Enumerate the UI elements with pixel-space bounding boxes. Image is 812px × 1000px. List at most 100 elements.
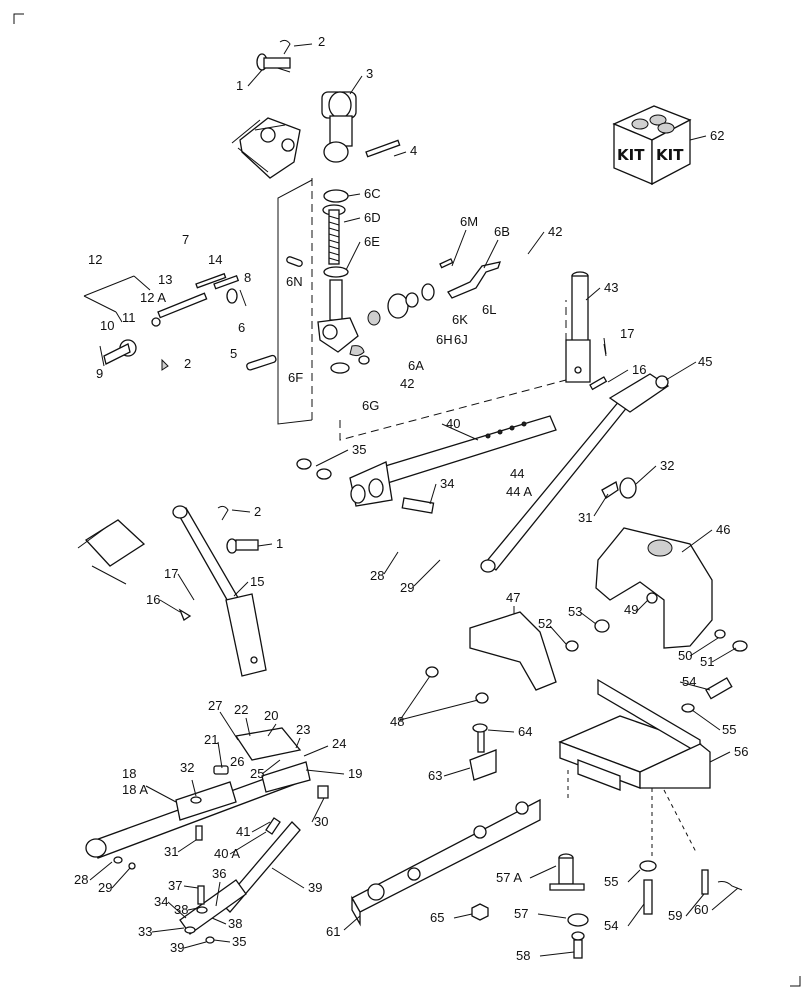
callout-38a: 38 (174, 902, 188, 917)
callout-30: 30 (314, 814, 328, 829)
callout-35-low: 35 (232, 934, 246, 949)
callout-27: 27 (208, 698, 222, 713)
lower-link-assembly (85, 727, 329, 944)
callout-32-low: 32 (180, 760, 194, 775)
callout-21: 21 (204, 732, 218, 747)
callout-20: 20 (264, 708, 278, 723)
callout-50: 50 (678, 648, 692, 663)
callout-42-top: 42 (548, 224, 562, 239)
callout-6c: 6C (364, 186, 381, 201)
callout-51: 51 (700, 654, 714, 669)
callout-6g: 6G (362, 398, 379, 413)
callout-59: 59 (668, 908, 682, 923)
callout-6k: 6K (452, 312, 468, 327)
leader-lines (89, 43, 739, 957)
callout-44: 44 (510, 466, 524, 481)
callout-47: 47 (506, 590, 520, 605)
callout-11: 11 (122, 310, 136, 325)
lift-rod-assembly (296, 271, 670, 573)
callout-1: 1 (236, 78, 243, 93)
callout-60: 60 (694, 902, 708, 917)
callout-6e: 6E (364, 234, 380, 249)
callout-13: 13 (158, 272, 172, 287)
callout-6b: 6B (494, 224, 510, 239)
callout-12: 12 (88, 252, 102, 267)
callout-14: 14 (208, 252, 222, 267)
callout-2: 2 (318, 34, 325, 49)
callout-19: 19 (348, 766, 362, 781)
callout-1-mid: 1 (276, 536, 283, 551)
callout-6m: 6M (460, 214, 478, 229)
callout-16-mid: 16 (146, 592, 160, 607)
callout-39-right: 39 (308, 880, 322, 895)
callout-63: 63 (428, 768, 442, 783)
callout-54-low: 54 (604, 918, 618, 933)
callout-6h: 6H (436, 332, 453, 347)
corner-marks (13, 13, 801, 987)
kit-label-right: KIT (656, 146, 684, 164)
top-link-assembly (231, 39, 567, 441)
callout-28-mid: 28 (370, 568, 384, 583)
callout-49: 49 (624, 602, 638, 617)
callout-31-right: 31 (578, 510, 592, 525)
callout-45: 45 (698, 354, 712, 369)
callout-33: 33 (138, 924, 152, 939)
callout-28-low: 28 (74, 872, 88, 887)
callout-18a: 18 A (122, 782, 148, 797)
callout-2-left: 2 (184, 356, 191, 371)
callout-6: 6 (238, 320, 245, 335)
callout-39-low: 39 (170, 940, 184, 955)
callout-43: 43 (604, 280, 618, 295)
callout-16-right: 16 (632, 362, 646, 377)
callout-23: 23 (296, 722, 310, 737)
callout-34-low: 34 (154, 894, 168, 909)
callout-17-right: 17 (620, 326, 634, 341)
callout-65: 65 (430, 910, 444, 925)
callout-6f: 6F (288, 370, 303, 385)
callout-34: 34 (440, 476, 454, 491)
link-15 (77, 505, 267, 677)
callout-26: 26 (230, 754, 244, 769)
callout-3: 3 (366, 66, 373, 81)
callout-6l: 6L (482, 302, 496, 317)
callout-57: 57 (514, 906, 528, 921)
callout-58: 58 (516, 948, 530, 963)
callout-6j: 6J (454, 332, 468, 347)
callout-55-top: 55 (722, 722, 736, 737)
callout-37: 37 (168, 878, 182, 893)
callout-62: 62 (710, 128, 724, 143)
kit-box: KIT KIT (612, 105, 692, 186)
callout-36: 36 (212, 866, 226, 881)
callout-15: 15 (250, 574, 264, 589)
callout-6a: 6A (408, 358, 424, 373)
callout-29-low: 29 (98, 880, 112, 895)
callout-7: 7 (182, 232, 189, 247)
callout-41: 41 (236, 824, 250, 839)
callout-4: 4 (410, 143, 417, 158)
callout-56: 56 (734, 744, 748, 759)
callout-44a: 44 A (506, 484, 532, 499)
callout-31-low: 31 (164, 844, 178, 859)
callout-40a: 40 A (214, 846, 240, 861)
callout-22: 22 (234, 702, 248, 717)
callout-24: 24 (332, 736, 346, 751)
callout-61: 61 (326, 924, 340, 939)
callout-6d: 6D (364, 210, 381, 225)
callout-35: 35 (352, 442, 366, 457)
housing-assembly (425, 527, 748, 704)
callout-10: 10 (100, 318, 114, 333)
callout-46: 46 (716, 522, 730, 537)
callout-38b: 38 (228, 916, 242, 931)
callout-64: 64 (518, 724, 532, 739)
callout-29-mid: 29 (400, 580, 414, 595)
callout-17-mid: 17 (164, 566, 178, 581)
lever-assembly (83, 272, 247, 371)
callout-12a: 12 A (140, 290, 166, 305)
callout-52: 52 (538, 616, 552, 631)
callout-6n: 6N (286, 274, 303, 289)
callout-5: 5 (230, 346, 237, 361)
kit-label-left: KIT (617, 146, 645, 164)
callout-57a: 57 A (496, 870, 522, 885)
callout-48: 48 (390, 714, 404, 729)
